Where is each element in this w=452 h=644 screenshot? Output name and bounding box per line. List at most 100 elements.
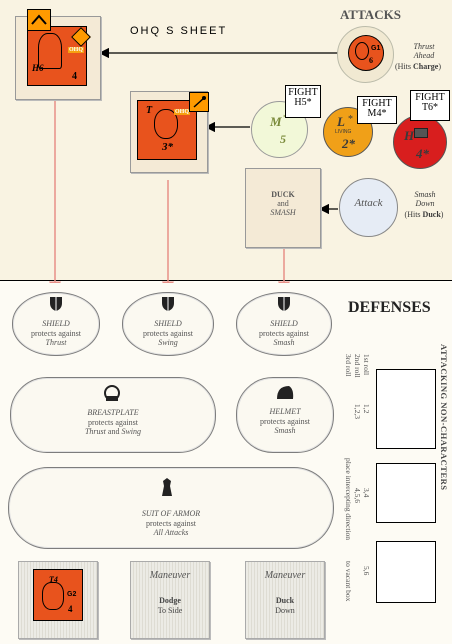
h-num: 4* <box>416 146 429 161</box>
thrust-counter[interactable]: G1 6 <box>348 35 384 71</box>
shield-swing-oval[interactable]: SHIELD protects against Swing <box>122 292 214 356</box>
l-mark: * <box>348 114 353 125</box>
place-intercept-text: place intercepting direction <box>344 458 353 541</box>
entry-4-5-6: 4,5,6 <box>353 488 362 503</box>
and-label: and <box>277 199 289 208</box>
bottom-code: G2 <box>67 591 77 598</box>
sheet-title: OHQ S SHEET <box>130 25 228 37</box>
l-num: 2* <box>342 136 355 151</box>
m-mark: * <box>283 113 288 124</box>
breastplate-icon <box>104 385 120 401</box>
smash-label: SMASH <box>270 208 296 217</box>
shield-icon <box>162 297 174 311</box>
helmet-icon <box>277 386 294 399</box>
shield-icon <box>50 297 62 311</box>
breastplate-title: BREASTPLATE <box>87 408 139 417</box>
shield-thrust-oval[interactable]: SHIELD protects against Thrust <box>12 292 100 356</box>
smash-description: Smash Down <box>414 190 436 208</box>
m-letter: M <box>270 114 282 129</box>
armor-title: SUIT OF ARMOR <box>141 509 201 518</box>
entry-1-2: 1,2 <box>362 404 371 414</box>
helmet-oval[interactable]: HELMET protects against Smash <box>236 377 334 453</box>
helmet-line2: protects against <box>260 416 310 426</box>
to-vacant-box-text: to vacant box <box>344 561 353 602</box>
m-num: 5 <box>280 132 286 146</box>
l-attack-disc[interactable]: L * LIVING 2* <box>323 107 373 157</box>
helmet-target: Smash <box>274 426 296 435</box>
breastplate-targets: Thrust and Swing <box>84 427 142 436</box>
armor-target: All Attacks <box>153 528 189 537</box>
character-square-bottom[interactable]: T4 G2 4 <box>18 561 98 639</box>
shield-smash-title: SHIELD <box>270 319 298 328</box>
smash-attack-disc[interactable]: Attack <box>339 178 398 237</box>
breastplate-oval[interactable]: BREASTPLATE protects against Thrust and … <box>10 377 216 453</box>
shield-icon <box>278 297 290 311</box>
l-letter: L <box>337 114 345 129</box>
knight-figure-icon <box>38 33 62 69</box>
counter-ohq-label: OHQ <box>68 47 85 53</box>
thrust-attack-disc[interactable]: G1 6 <box>337 26 394 83</box>
mid-letter: T <box>146 105 153 116</box>
roll-1st: 1st roll <box>362 354 371 376</box>
l-living: LIVING <box>335 129 352 135</box>
hammer-icon <box>414 128 428 138</box>
shield-swing-target: Swing <box>158 338 178 347</box>
shield-thrust-title: SHIELD <box>42 319 70 328</box>
character-counter-mid[interactable]: T OHQ 3* <box>137 100 197 160</box>
armor-icon <box>162 478 172 496</box>
thrust-num: 6 <box>369 56 373 65</box>
duck-and-smash-box[interactable]: DUCK and SMASH <box>245 168 321 248</box>
pin-icon[interactable] <box>189 92 209 112</box>
armor-line2: protects against <box>146 518 196 528</box>
h-attack-disc[interactable]: H 4* <box>393 115 447 169</box>
shield-swing-line2: protects against <box>143 328 193 338</box>
entry-5-6: 5,6 <box>362 566 371 576</box>
shield-swing-title: SHIELD <box>154 319 182 328</box>
defenses-header: DEFENSES <box>348 299 431 316</box>
counter-num: 4 <box>72 71 77 82</box>
beast-figure-icon <box>154 109 178 139</box>
suit-of-armor-oval[interactable]: SUIT OF ARMOR protects against All Attac… <box>8 467 334 549</box>
character-counter-bottom[interactable]: T4 G2 4 <box>33 569 83 621</box>
smash-hits-note: (Hits Duck) <box>404 210 444 219</box>
shield-thrust-line2: protects against <box>31 328 81 338</box>
breastplate-line2: protects against <box>88 417 138 427</box>
character-counter-top[interactable]: H6 OHQ 4 <box>27 26 91 86</box>
thrust-hits-note: (Hits Charge) <box>395 62 441 71</box>
h-letter: H <box>404 128 415 143</box>
entry-3-4: 3,4 <box>362 488 371 498</box>
helmet-title: HELMET <box>269 407 301 416</box>
counter-left-value: H6 <box>32 63 44 73</box>
non-character-box-3[interactable] <box>376 541 436 603</box>
attacks-header: ATTACKS <box>340 7 401 22</box>
non-character-box-1[interactable] <box>376 369 436 449</box>
attack-label: Attack <box>354 197 383 209</box>
mid-ohq-label: OHQ <box>174 109 191 115</box>
thrust-code: G1 <box>371 45 381 52</box>
counter-marker-icon <box>71 27 91 47</box>
creature-icon <box>355 42 369 60</box>
shield-smash-line2: protects against <box>259 328 309 338</box>
non-character-box-2[interactable] <box>376 463 436 523</box>
bottom-num: 4 <box>68 604 73 614</box>
shield-smash-target: Smash <box>273 338 295 347</box>
warrior-figure-icon <box>42 582 64 610</box>
roll-3rd: 3rd roll <box>344 354 353 377</box>
character-square-mid[interactable]: T OHQ 3* <box>130 91 209 173</box>
caret-up-icon[interactable] <box>27 9 51 31</box>
character-square-top[interactable]: H6 OHQ 4 <box>15 16 101 100</box>
entry-1-2-3: 1,2,3 <box>353 404 362 419</box>
shield-smash-oval[interactable]: SHIELD protects against Smash <box>236 292 332 356</box>
shield-thrust-target: Thrust <box>45 338 67 347</box>
maneuver-dodge-title: Maneuver <box>149 570 191 581</box>
bottom-left-value: T4 <box>49 575 58 584</box>
roll-2nd: 2nd roll <box>353 354 362 378</box>
mid-num: 3* <box>162 141 173 153</box>
